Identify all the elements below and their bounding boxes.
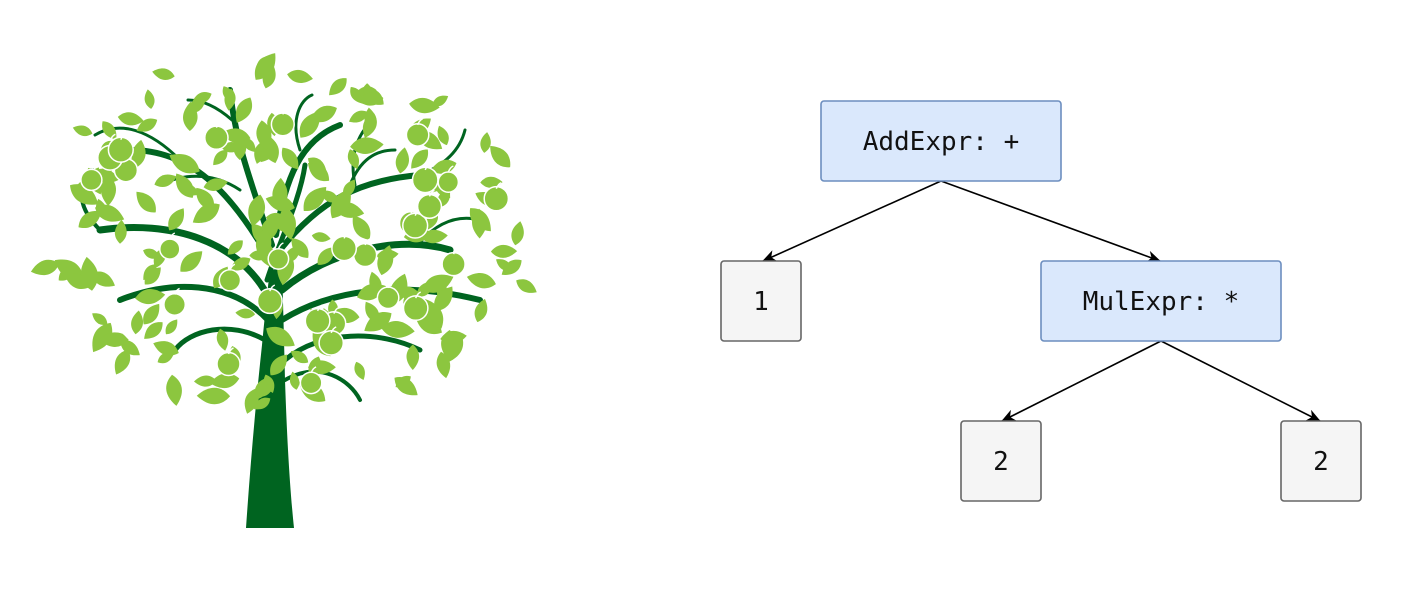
node-literal-two-left-box — [960, 420, 1042, 502]
tree-branch — [294, 93, 314, 152]
apple-tree-icon — [28, 48, 540, 528]
node-literal-one: 1 — [720, 260, 802, 342]
tree-apples — [80, 107, 510, 395]
apple-stem — [410, 206, 417, 214]
node-add-expr-label: AddExpr: + — [863, 127, 1020, 157]
node-literal-two-right-box — [1280, 420, 1362, 502]
apple-stem — [415, 291, 421, 299]
tree-branch — [186, 98, 234, 122]
apple-stem — [447, 165, 454, 173]
node-literal-two-right-label: 2 — [1313, 447, 1329, 477]
apple-stem — [364, 238, 371, 246]
apple — [107, 136, 134, 163]
apple-stem — [173, 287, 180, 295]
node-add-expr-box — [820, 100, 1062, 182]
tree-branch — [172, 326, 268, 353]
node-literal-two-left: 2 — [960, 420, 1042, 502]
apple-stem — [215, 120, 222, 128]
apple-stem — [330, 326, 337, 334]
apple-stem — [316, 304, 323, 312]
apple — [402, 295, 429, 322]
apple — [416, 193, 443, 220]
edge-mul-to-two-right — [1160, 340, 1321, 422]
apple — [331, 235, 358, 262]
node-literal-two-right: 2 — [1280, 420, 1362, 502]
apple-stem — [333, 306, 340, 314]
apple-stem — [387, 281, 394, 289]
apple-stem — [90, 163, 97, 171]
apple — [304, 307, 331, 334]
tree-branch — [117, 283, 271, 323]
node-mul-expr-label: MulExpr: * — [1083, 287, 1240, 317]
apple-stem — [428, 189, 435, 197]
apple-stem — [495, 181, 502, 189]
edges — [762, 180, 1321, 422]
apple-stem — [120, 132, 127, 140]
apple-stem — [310, 366, 317, 374]
edge-add-to-mul — [940, 180, 1161, 263]
apple — [483, 185, 510, 212]
edge-mul-to-two-left — [1001, 340, 1162, 422]
node-mul-expr-box — [1040, 260, 1282, 342]
node-mul-expr: MulExpr: * — [1040, 260, 1282, 342]
node-literal-one-label: 1 — [753, 287, 769, 317]
node-add-expr: AddExpr: + — [820, 100, 1062, 182]
apple-stem — [452, 247, 459, 255]
node-literal-two-left-label: 2 — [993, 447, 1009, 477]
apple-stem — [343, 231, 350, 239]
edge-add-to-one — [762, 180, 942, 262]
apple-stem — [277, 242, 284, 250]
tree-branch — [282, 333, 423, 363]
apple-stem — [169, 232, 176, 240]
apple-stem — [109, 133, 116, 141]
apple — [318, 330, 345, 356]
apple-stem — [282, 107, 289, 115]
apple-stem — [416, 118, 423, 126]
tree-branch — [93, 126, 182, 162]
apple — [402, 212, 429, 239]
apple — [256, 288, 283, 315]
apple-stem — [227, 347, 234, 355]
apple-stem — [229, 263, 236, 271]
apple-stem — [269, 284, 276, 292]
apple-stem — [424, 163, 431, 171]
node-literal-one-box — [720, 260, 802, 342]
